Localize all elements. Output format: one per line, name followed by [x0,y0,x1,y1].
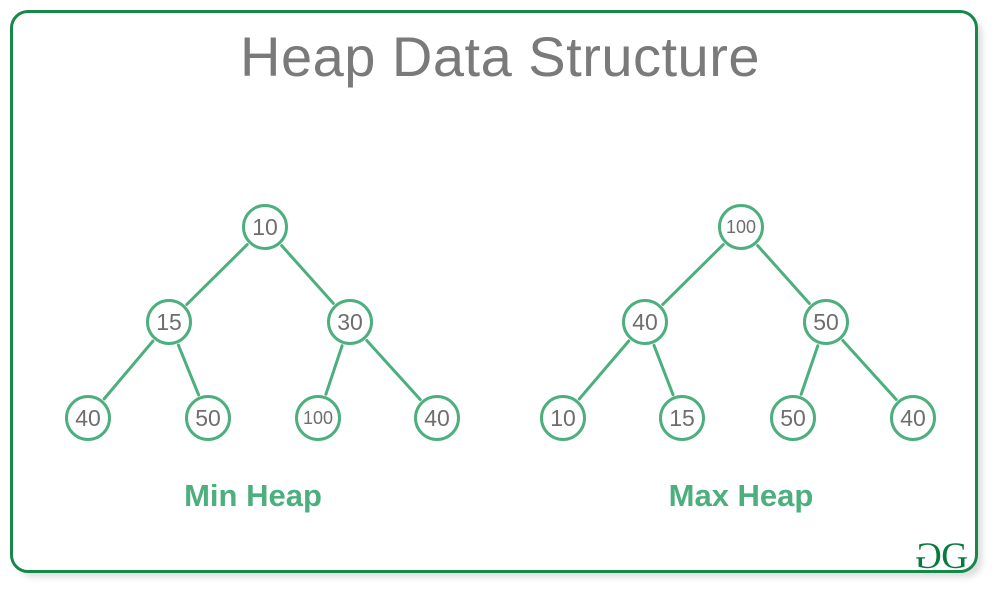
tree-node: 50 [185,395,231,441]
heap-label-max-heap: Max Heap [668,478,814,513]
tree-node: 40 [622,299,668,345]
tree-node: 40 [890,395,936,441]
tree-node: 40 [414,395,460,441]
logo-right-glyph: G [941,536,968,577]
tree-node: 40 [65,395,111,441]
tree-node: 10 [242,204,288,250]
logo-left-glyph: G [916,536,942,577]
page-title: Heap Data Structure [240,25,760,88]
tree-node: 50 [770,395,816,441]
tree-node: 100 [295,395,341,441]
diagram-frame [10,10,978,573]
tree-node: 10 [540,395,586,441]
geeksforgeeks-logo: GG [916,536,968,577]
tree-node: 50 [803,299,849,345]
tree-node: 15 [659,395,705,441]
tree-node: 100 [718,204,764,250]
tree-node: 30 [327,299,373,345]
tree-node: 15 [146,299,192,345]
heap-label-min-heap: Min Heap [184,478,322,513]
